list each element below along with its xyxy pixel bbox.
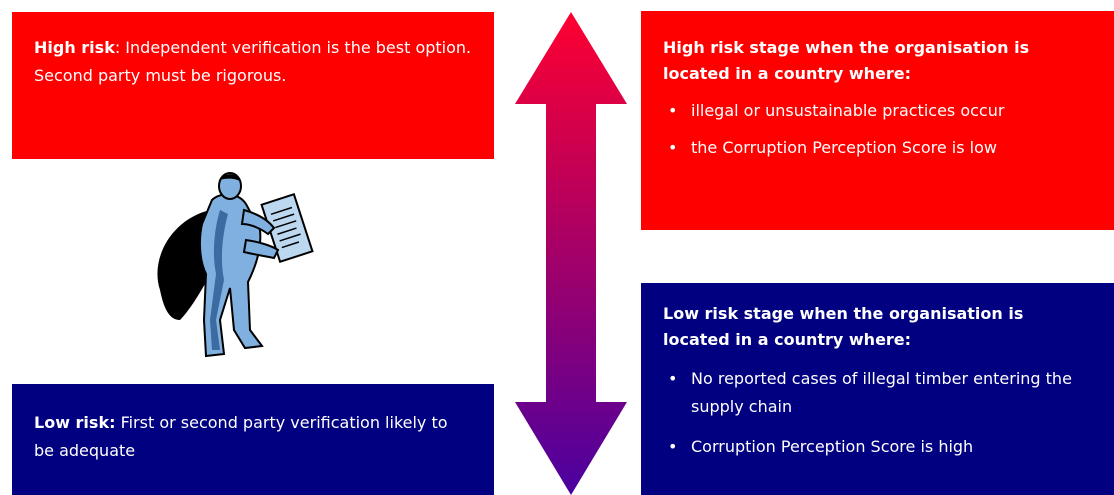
figure-head [218, 172, 242, 200]
high-risk-stage-list: •illegal or unsustainable practices occu… [663, 99, 1094, 160]
double-arrow-icon [515, 12, 627, 495]
low-risk-stage-box: Low risk stage when the organisation is … [641, 283, 1114, 495]
high-risk-box: High risk: Independent verification is t… [12, 12, 494, 159]
low-risk-description: First or second party verification likel… [34, 413, 448, 460]
low-risk-stage-heading: Low risk stage when the organisation is … [663, 304, 1024, 349]
list-item: •No reported cases of illegal timber ent… [663, 365, 1094, 421]
list-item: •Corruption Perception Score is high [663, 433, 1094, 461]
clipboard [260, 192, 314, 264]
high-risk-stage-box: High risk stage when the organisation is… [641, 11, 1114, 230]
list-item: •illegal or unsustainable practices occu… [663, 99, 1094, 123]
inspector-clipboard-icon [157, 172, 314, 358]
high-risk-description: : Independent verification is the best o… [34, 38, 472, 85]
bullet-icon: • [668, 437, 678, 456]
list-item: •the Corruption Perception Score is low [663, 136, 1094, 160]
low-risk-stage-list: •No reported cases of illegal timber ent… [663, 365, 1094, 461]
high-risk-label: High risk [34, 38, 115, 57]
bullet-icon: • [668, 138, 678, 157]
high-risk-stage-heading: High risk stage when the organisation is… [663, 38, 1030, 83]
low-risk-text: Low risk: First or second party verifica… [34, 409, 472, 465]
bullet-icon: • [668, 369, 678, 388]
arrow-shape [515, 12, 627, 495]
high-risk-text: High risk: Independent verification is t… [34, 34, 472, 90]
low-risk-label: Low risk: [34, 413, 116, 432]
low-risk-box: Low risk: First or second party verifica… [12, 384, 494, 495]
bullet-icon: • [668, 101, 678, 120]
